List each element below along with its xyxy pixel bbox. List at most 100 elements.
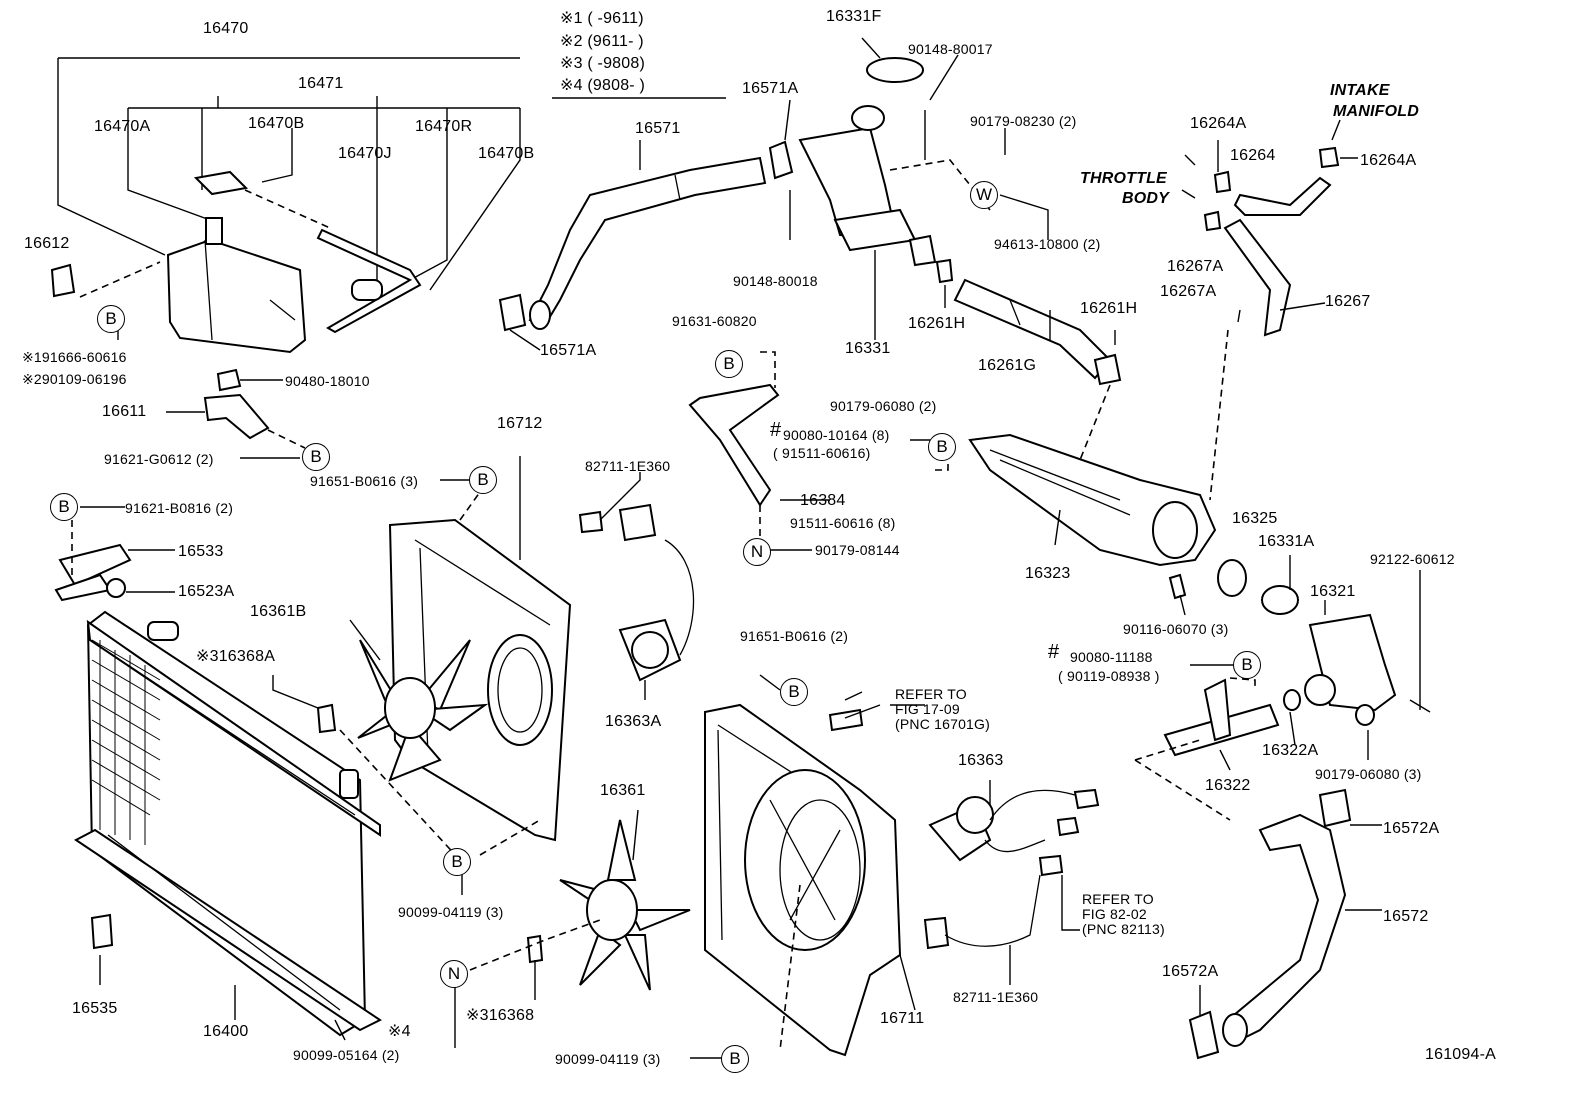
part-label: 91511-60616 (8) — [790, 515, 896, 531]
part-label: 16261H — [908, 315, 966, 332]
refer-note: REFER TO — [1082, 891, 1154, 907]
part-label: 90480-18010 — [285, 373, 370, 389]
inlet-housing-16323 — [935, 433, 1431, 821]
callout-n: N — [440, 960, 468, 988]
part-label: ( 90119-08938 ) — [1058, 668, 1160, 684]
part-label: ※4 — [388, 1023, 411, 1040]
refer-note: (PNC 82113) — [1082, 921, 1165, 937]
figure-code: 161094-A — [1425, 1046, 1496, 1063]
note-2: ※2 (9611- ) — [560, 33, 644, 50]
refer-note: (PNC 16701G) — [895, 716, 990, 732]
part-label: 16533 — [178, 543, 224, 560]
part-label: 16470R — [415, 118, 473, 135]
callout-b: B — [928, 433, 956, 461]
part-label: 16363 — [958, 752, 1004, 769]
part-label: 90099-04119 (3) — [398, 904, 504, 920]
part-label: 16612 — [24, 235, 70, 252]
part-label: 91651-B0616 (3) — [310, 473, 419, 489]
part-label: ※191666-60616 — [22, 349, 127, 365]
part-label: 16264A — [1360, 152, 1417, 169]
part-label: 16322A — [1262, 742, 1319, 759]
callout-w: W — [970, 181, 998, 209]
part-label: 16470J — [338, 145, 392, 162]
part-label: 16571A — [540, 342, 597, 359]
part-label: 16571A — [742, 80, 799, 97]
part-label: 16572 — [1383, 908, 1429, 925]
part-label: ※290109-06196 — [22, 371, 127, 387]
fan-motor-16363A — [578, 472, 695, 700]
radiator-16400 — [54, 506, 461, 1041]
part-label: 91651-B0616 (2) — [740, 628, 849, 644]
bracket-16384 — [688, 351, 830, 540]
part-label: 16363A — [605, 713, 662, 730]
callout-b: B — [50, 493, 78, 521]
note-3: ※3 ( -9808) — [560, 55, 645, 72]
lower-hose-16572 — [1188, 788, 1382, 1060]
part-label: 16711 — [880, 1010, 925, 1027]
part-label: 16331A — [1258, 533, 1315, 550]
note-4: ※4 (9808- ) — [560, 77, 645, 94]
part-label: 91621-B0816 (2) — [125, 500, 234, 516]
callout-b: B — [1233, 651, 1261, 679]
throttle-body-label: BODY — [1122, 190, 1170, 207]
part-label: 16571 — [635, 120, 681, 137]
part-label: 16572A — [1383, 820, 1440, 837]
hash-mark: # — [770, 419, 782, 441]
part-label: 16361 — [600, 782, 646, 799]
part-label: 90080-10164 (8) — [783, 427, 890, 443]
part-label: 90179-08144 — [815, 542, 900, 558]
part-label: 90179-06080 (2) — [830, 398, 937, 414]
part-label: 16470B — [248, 115, 305, 132]
part-label: 16611 — [102, 403, 147, 420]
part-label: 16331F — [826, 8, 882, 25]
part-label: 16471 — [298, 75, 344, 92]
callout-b: B — [302, 443, 330, 471]
part-label: 16470 — [203, 20, 249, 37]
part-label: 90148-80017 — [908, 41, 993, 57]
part-label: 16321 — [1310, 583, 1356, 600]
callout-b: B — [780, 678, 808, 706]
part-label: 16261H — [1080, 300, 1138, 317]
part-label: ( 91511-60616) — [773, 445, 871, 461]
part-label: 16261G — [978, 357, 1037, 374]
part-label: 90080-11188 — [1070, 649, 1153, 665]
part-label: 90148-80018 — [733, 273, 818, 289]
throttle-body-label: THROTTLE — [1080, 170, 1167, 187]
reservoir-tank-group — [50, 57, 521, 459]
part-label: 16523A — [178, 583, 235, 600]
refer-note: FIG 17-09 — [895, 701, 960, 717]
upper-hoses — [498, 37, 1122, 461]
callout-b: B — [721, 1045, 749, 1073]
refer-note: FIG 82-02 — [1082, 906, 1147, 922]
fan-assembly-16712 — [349, 456, 572, 856]
part-label: ※316368 — [466, 1007, 535, 1024]
callout-b: B — [715, 350, 743, 378]
refer-note: REFER TO — [895, 686, 967, 702]
part-label: 16267A — [1167, 258, 1224, 275]
part-label: 82711-1E360 — [953, 989, 1039, 1005]
intake-hoses — [1181, 119, 1358, 501]
part-label: 90179-08230 (2) — [970, 113, 1077, 129]
part-label: 82711-1E360 — [585, 458, 671, 474]
part-label: 16384 — [800, 492, 846, 509]
part-label: 16712 — [497, 415, 543, 432]
intake-manifold-label: MANIFOLD — [1333, 103, 1420, 120]
part-label: 90179-06080 (3) — [1315, 766, 1422, 782]
part-label: 16470A — [94, 118, 151, 135]
hash-mark: # — [1048, 641, 1060, 663]
part-label: 16322 — [1205, 777, 1251, 794]
callout-b: B — [97, 305, 125, 333]
part-label: 16323 — [1025, 565, 1071, 582]
part-label: 16400 — [203, 1023, 249, 1040]
part-label: 16535 — [72, 1000, 118, 1017]
part-label: 16267A — [1160, 283, 1217, 300]
part-label: 16470B — [478, 145, 535, 162]
part-label: 16264A — [1190, 115, 1247, 132]
part-label: 91621-G0612 (2) — [104, 451, 214, 467]
part-label: 91631-60820 — [672, 313, 757, 329]
callout-n: N — [743, 538, 771, 566]
part-label: 94613-10800 (2) — [994, 236, 1101, 252]
part-label: 16264 — [1230, 147, 1276, 164]
